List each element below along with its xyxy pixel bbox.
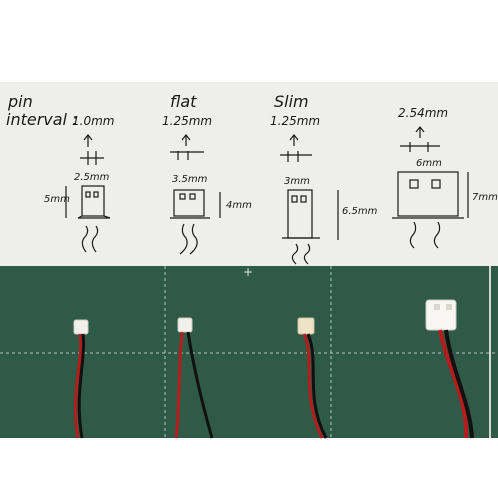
col1-pitch: 1.0mm <box>72 114 115 128</box>
col3-pitch: 1.25mm <box>270 114 321 128</box>
pin-interval-label-line1: pin <box>8 92 33 111</box>
col3-height: 6.5mm <box>342 206 378 217</box>
mat-grid <box>0 266 498 438</box>
col1-height: 5mm <box>44 194 70 205</box>
pin-interval-label-line2: interval : <box>6 110 78 129</box>
col3-width: 3mm <box>284 176 310 187</box>
sketch-col1 <box>65 134 111 253</box>
col3-title: Slim <box>274 92 309 111</box>
sketch-col4 <box>392 126 469 249</box>
svg-text:+: + <box>243 265 253 279</box>
col4-width: 6mm <box>416 158 442 169</box>
col2-pitch: 1.25mm <box>162 114 213 128</box>
connector-1 <box>73 319 89 439</box>
paper-sheet <box>0 82 498 268</box>
col1-width: 2.5mm <box>74 172 110 183</box>
sketch-col2 <box>170 134 221 255</box>
col4-pitch: 2.54mm <box>398 106 449 120</box>
sketch-col3 <box>280 134 339 265</box>
connector-2 <box>174 317 214 439</box>
connector-3 <box>297 317 328 439</box>
col4-height: 7mm <box>472 192 498 203</box>
col2-width: 3.5mm <box>172 174 208 185</box>
connector-4 <box>425 299 474 439</box>
col2-height: 4mm <box>226 200 252 211</box>
col2-title: flat <box>170 92 197 111</box>
